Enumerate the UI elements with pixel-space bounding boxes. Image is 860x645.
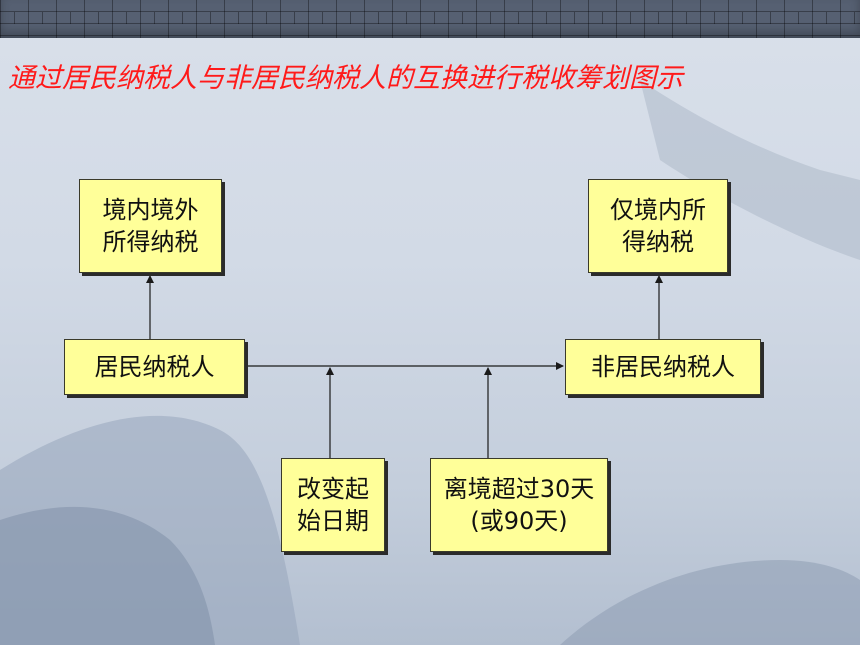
- node-leave-country-line2: (或90天): [470, 507, 568, 535]
- node-nonresident-taxpayer-label: 非居民纳税人: [591, 353, 735, 381]
- node-resident-taxpayer: 居民纳税人: [64, 339, 245, 395]
- node-leave-country: 离境超过30天 (或90天): [430, 458, 608, 552]
- node-domestic-income-only-line2: 得纳税: [622, 228, 694, 256]
- node-change-start-date: 改变起 始日期: [281, 458, 385, 552]
- node-change-start-date-line1: 改变起: [297, 475, 369, 503]
- node-leave-country-line1: 离境超过30天: [443, 475, 595, 503]
- node-change-start-date-line2: 始日期: [297, 507, 369, 535]
- node-domestic-foreign-income-line1: 境内境外: [102, 196, 199, 224]
- page-title: 通过居民纳税人与非居民纳税人的互换进行税收筹划图示: [8, 63, 683, 94]
- node-domestic-income-only-line1: 仅境内所: [610, 196, 706, 224]
- node-resident-taxpayer-label: 居民纳税人: [94, 353, 215, 381]
- node-nonresident-taxpayer: 非居民纳税人: [565, 339, 761, 395]
- node-domestic-foreign-income-line2: 所得纳税: [102, 228, 199, 256]
- decorative-stone-band: [0, 0, 860, 38]
- node-domestic-foreign-income: 境内境外 所得纳税: [79, 179, 222, 273]
- node-domestic-income-only: 仅境内所 得纳税: [588, 179, 728, 273]
